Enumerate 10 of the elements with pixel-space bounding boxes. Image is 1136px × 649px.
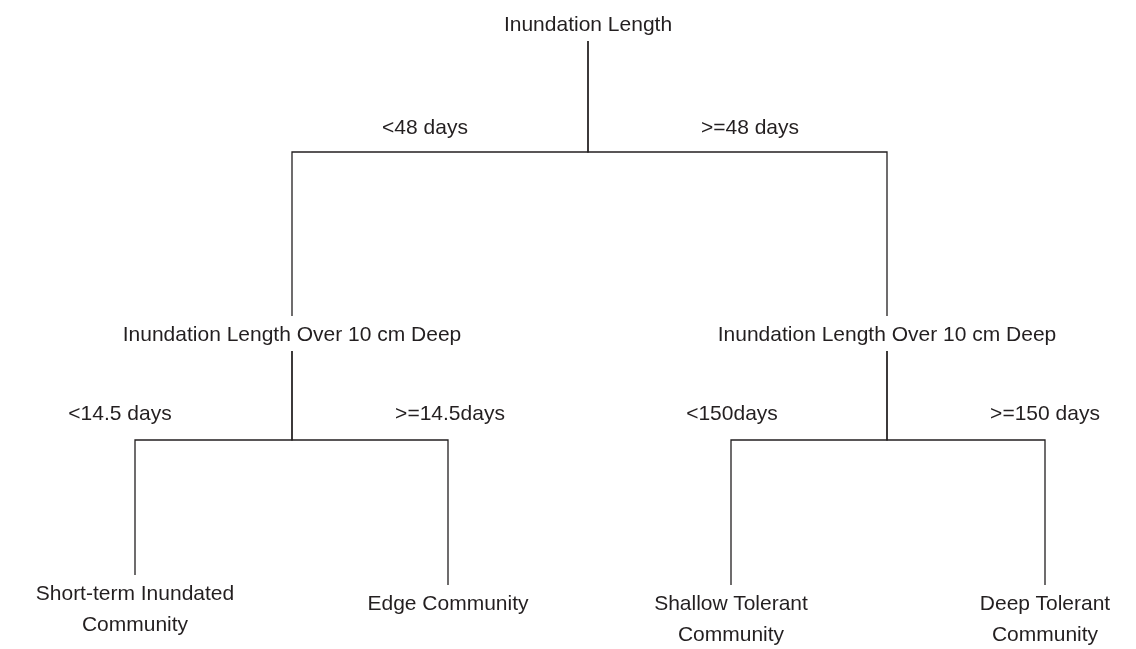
- tree-connector: [291, 350, 449, 586]
- node-label: Short-term Inundated Community: [5, 577, 265, 639]
- tree-connector: [886, 350, 1046, 586]
- node-label: Inundation Length: [503, 8, 673, 39]
- node-label: Inundation Length Over 10 cm Deep: [122, 318, 462, 349]
- node-label: Inundation Length Over 10 cm Deep: [717, 318, 1057, 349]
- node-label: Deep Tolerant Community: [945, 587, 1136, 649]
- node-label: Edge Community: [367, 587, 529, 618]
- tree-connector: [587, 40, 888, 317]
- node-label: Shallow Tolerant Community: [611, 587, 851, 649]
